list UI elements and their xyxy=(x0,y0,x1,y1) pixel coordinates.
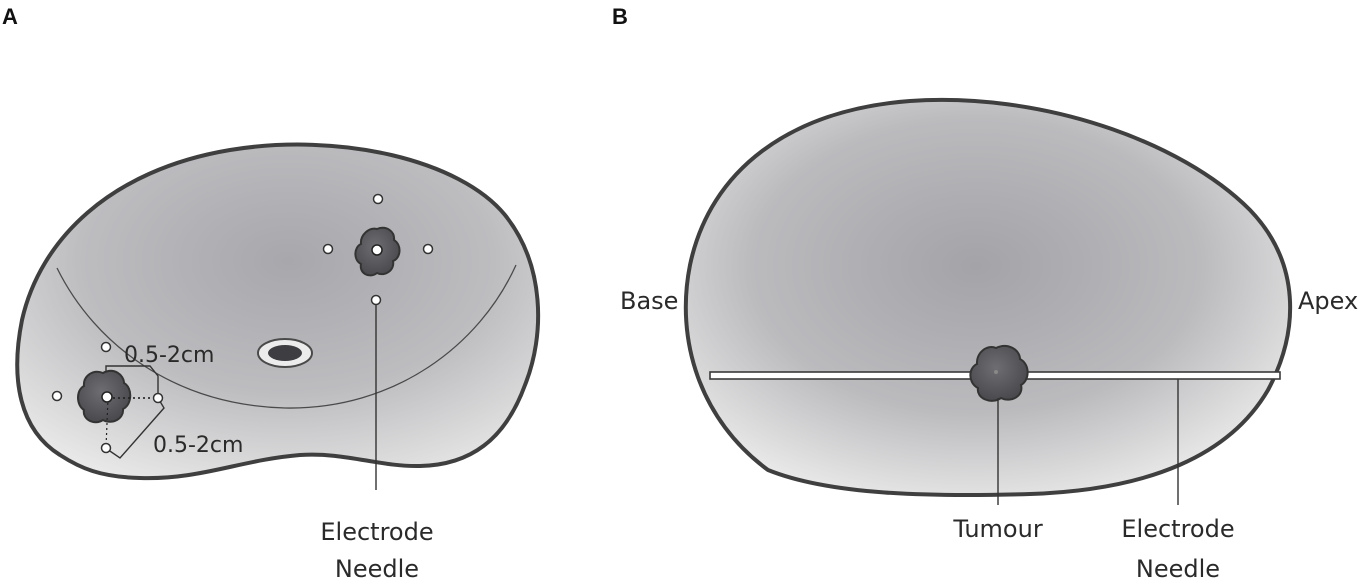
bracket-top xyxy=(105,365,159,398)
panel-b: B Base Apex Tumour Electrode Needle xyxy=(612,4,1358,583)
needle-label-b-line2: Needle xyxy=(1136,555,1220,583)
panel-b-organ xyxy=(683,97,1293,498)
tumour-b-center xyxy=(994,370,998,374)
electrode-point xyxy=(372,193,384,205)
bracket-diagonal xyxy=(103,397,165,459)
dotted-distance-diag xyxy=(105,397,158,449)
panel-a-letter: A xyxy=(2,4,18,29)
panel-b-letter: B xyxy=(612,4,628,29)
panel-a-zone-arc xyxy=(56,264,517,409)
panel-a: A 0.5-2cm xyxy=(2,4,541,583)
apex-label: Apex xyxy=(1298,287,1358,315)
needle-label-a-line1: Electrode xyxy=(320,518,433,546)
urethra-lumen xyxy=(268,345,302,361)
tumour-b xyxy=(969,344,1029,402)
electrode-point xyxy=(51,390,63,402)
panel-a-organ xyxy=(15,142,541,481)
electrode-point xyxy=(370,294,382,306)
base-label: Base xyxy=(620,287,678,315)
tumour-center-electrode xyxy=(371,244,383,256)
needle-label-b-line1: Electrode xyxy=(1121,515,1234,543)
tumour-center-electrode xyxy=(101,391,113,403)
electrode-point xyxy=(100,442,112,454)
needle-label-a-line2: Needle xyxy=(335,555,419,583)
electrode-point xyxy=(100,341,112,353)
electrode-points-a xyxy=(51,193,434,454)
tumour-label: Tumour xyxy=(952,515,1043,543)
distance-label-2: 0.5-2cm xyxy=(153,433,243,458)
electrode-point xyxy=(422,243,434,255)
electrode-point xyxy=(152,392,164,404)
electrode-point xyxy=(322,243,334,255)
distance-label-1: 0.5-2cm xyxy=(124,343,214,368)
